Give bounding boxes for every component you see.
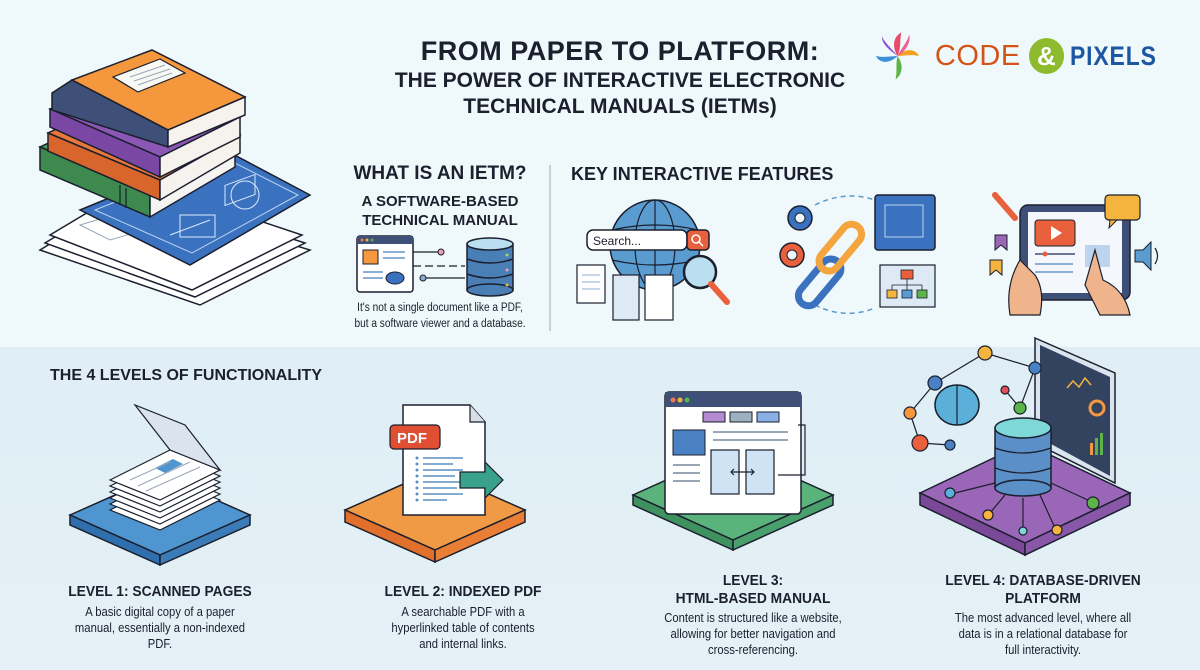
level-3-title-line-1: LEVEL 3: <box>722 572 784 589</box>
search-globe-icon: Search... <box>576 199 730 321</box>
level-4-title: LEVEL 4: DATABASE-DRIVEN PLATFORM <box>914 572 1172 608</box>
book-orange-top <box>51 49 247 149</box>
logo-word-code: CODE <box>934 39 1021 72</box>
search-placeholder-text: Search... <box>593 234 641 248</box>
what-is-heading: WHAT IS AN IETM? <box>353 163 527 184</box>
books-blueprint-illustration <box>38 49 313 306</box>
level-3-title: LEVEL 3: HTML-BASED MANUAL <box>624 572 882 608</box>
what-is-description: It's not a single document like a PDF, b… <box>343 300 537 332</box>
levels-heading: THE 4 LEVELS OF FUNCTIONALITY <box>50 367 323 384</box>
logo-ampersand: & <box>1028 38 1064 74</box>
level-4-title-line-1: LEVEL 4: DATABASE-DRIVEN <box>945 572 1141 589</box>
pdf-document-icon: PDF <box>389 404 486 516</box>
database-server-icon <box>994 417 1052 497</box>
level-3-desc-line-3: cross-referencing. <box>707 643 799 657</box>
level-3-desc-line-2: allowing for better navigation and <box>670 627 836 641</box>
level-4-desc-line-1: The most advanced level, where all <box>954 611 1132 625</box>
level-2-desc-line-2: hyperlinked table of contents <box>391 621 535 635</box>
code-and-pixels-logo: CODE & PIXELS <box>872 28 1172 84</box>
pinwheel-logo-icon <box>875 32 920 80</box>
level-1-desc-line-3: PDF. <box>147 637 173 651</box>
level-2-title-line: LEVEL 2: INDEXED PDF <box>384 583 542 600</box>
level-4-description: The most advanced level, where all data … <box>917 610 1169 658</box>
page-stack <box>108 403 222 531</box>
level-4-desc-line-2: data is in a relational database for <box>958 627 1128 641</box>
logo-word-pixels: PIXELS <box>1069 40 1157 71</box>
viewer-database-illustration <box>356 235 514 297</box>
subheading-line-2: TECHNICAL MANUAL <box>362 212 518 229</box>
what-is-subheading: A SOFTWARE-BASED TECHNICAL MANUAL <box>330 192 550 230</box>
section-divider <box>549 165 551 331</box>
blueprint-scroll <box>874 194 936 251</box>
speaker-icon <box>1134 240 1159 272</box>
level-3-title-line-2: HTML-BASED MANUAL <box>675 590 831 607</box>
search-bar: Search... <box>586 229 710 251</box>
software-viewer-icon <box>356 235 414 293</box>
link-chain-icon <box>779 194 936 314</box>
connector-lines <box>413 248 465 282</box>
network-nodes <box>903 345 1042 452</box>
level-3-html-manual-illustration <box>631 391 835 552</box>
key-features-heading: KEY INTERACTIVE FEATURES <box>571 164 834 184</box>
circuit-lines <box>944 482 1100 536</box>
hierarchy-chart <box>879 264 936 308</box>
bookmark-icons <box>989 234 1008 277</box>
dashboard-monitor-icon <box>1034 336 1116 485</box>
description-line-1: It's not a single document like a PDF, <box>357 302 523 314</box>
level-4-database-platform-illustration <box>903 336 1132 557</box>
level-1-title: LEVEL 1: SCANNED PAGES <box>31 583 289 601</box>
title-line-3: TECHNICAL MANUALS (IETMs) <box>463 95 777 118</box>
level-4-desc-line-3: full interactivity. <box>1004 643 1082 657</box>
level-3-desc-line-1: Content is structured like a website, <box>664 611 842 625</box>
tablet-multimedia-icon <box>989 192 1159 316</box>
pencil-icon <box>992 192 1018 221</box>
level-1-title-line: LEVEL 1: SCANNED PAGES <box>68 583 252 600</box>
browser-window-icon <box>664 391 806 515</box>
tablet <box>1019 204 1131 301</box>
documents <box>576 264 674 321</box>
level-1-description: A basic digital copy of a paper manual, … <box>34 604 286 652</box>
level-1-scanned-pages-illustration <box>68 403 252 567</box>
hands <box>1008 247 1131 316</box>
page-title: FROM PAPER TO PLATFORM: THE POWER OF INT… <box>340 34 900 120</box>
brain-icon <box>934 384 980 426</box>
pdf-label: PDF <box>397 430 427 447</box>
level-2-indexed-pdf-illustration: PDF <box>343 404 527 564</box>
level-2-title: LEVEL 2: INDEXED PDF <box>334 583 592 601</box>
chain-links <box>794 220 866 310</box>
level-1-desc-line-2: manual, essentially a non-indexed <box>74 621 246 635</box>
title-line-1: FROM PAPER TO PLATFORM: <box>420 36 820 66</box>
description-line-2: but a software viewer and a database. <box>354 318 526 330</box>
gear-icons <box>779 205 813 268</box>
level-2-desc-line-3: and internal links. <box>419 637 507 651</box>
level-1-desc-line-1: A basic digital copy of a paper <box>85 605 235 619</box>
title-line-2: THE POWER OF INTERACTIVE ELECTRONIC <box>394 69 846 92</box>
level-4-title-line-2: PLATFORM <box>1005 590 1081 607</box>
chat-bubble-icon <box>1104 194 1141 230</box>
magnifier <box>682 254 730 305</box>
database-icon <box>466 237 514 297</box>
level-2-desc-line-1: A searchable PDF with a <box>401 605 525 619</box>
level-3-description: Content is structured like a website, al… <box>627 610 879 658</box>
arrow-right-icon <box>459 460 504 500</box>
level-2-description: A searchable PDF with a hyperlinked tabl… <box>337 604 589 652</box>
subheading-line-1: A SOFTWARE-BASED <box>361 193 519 210</box>
